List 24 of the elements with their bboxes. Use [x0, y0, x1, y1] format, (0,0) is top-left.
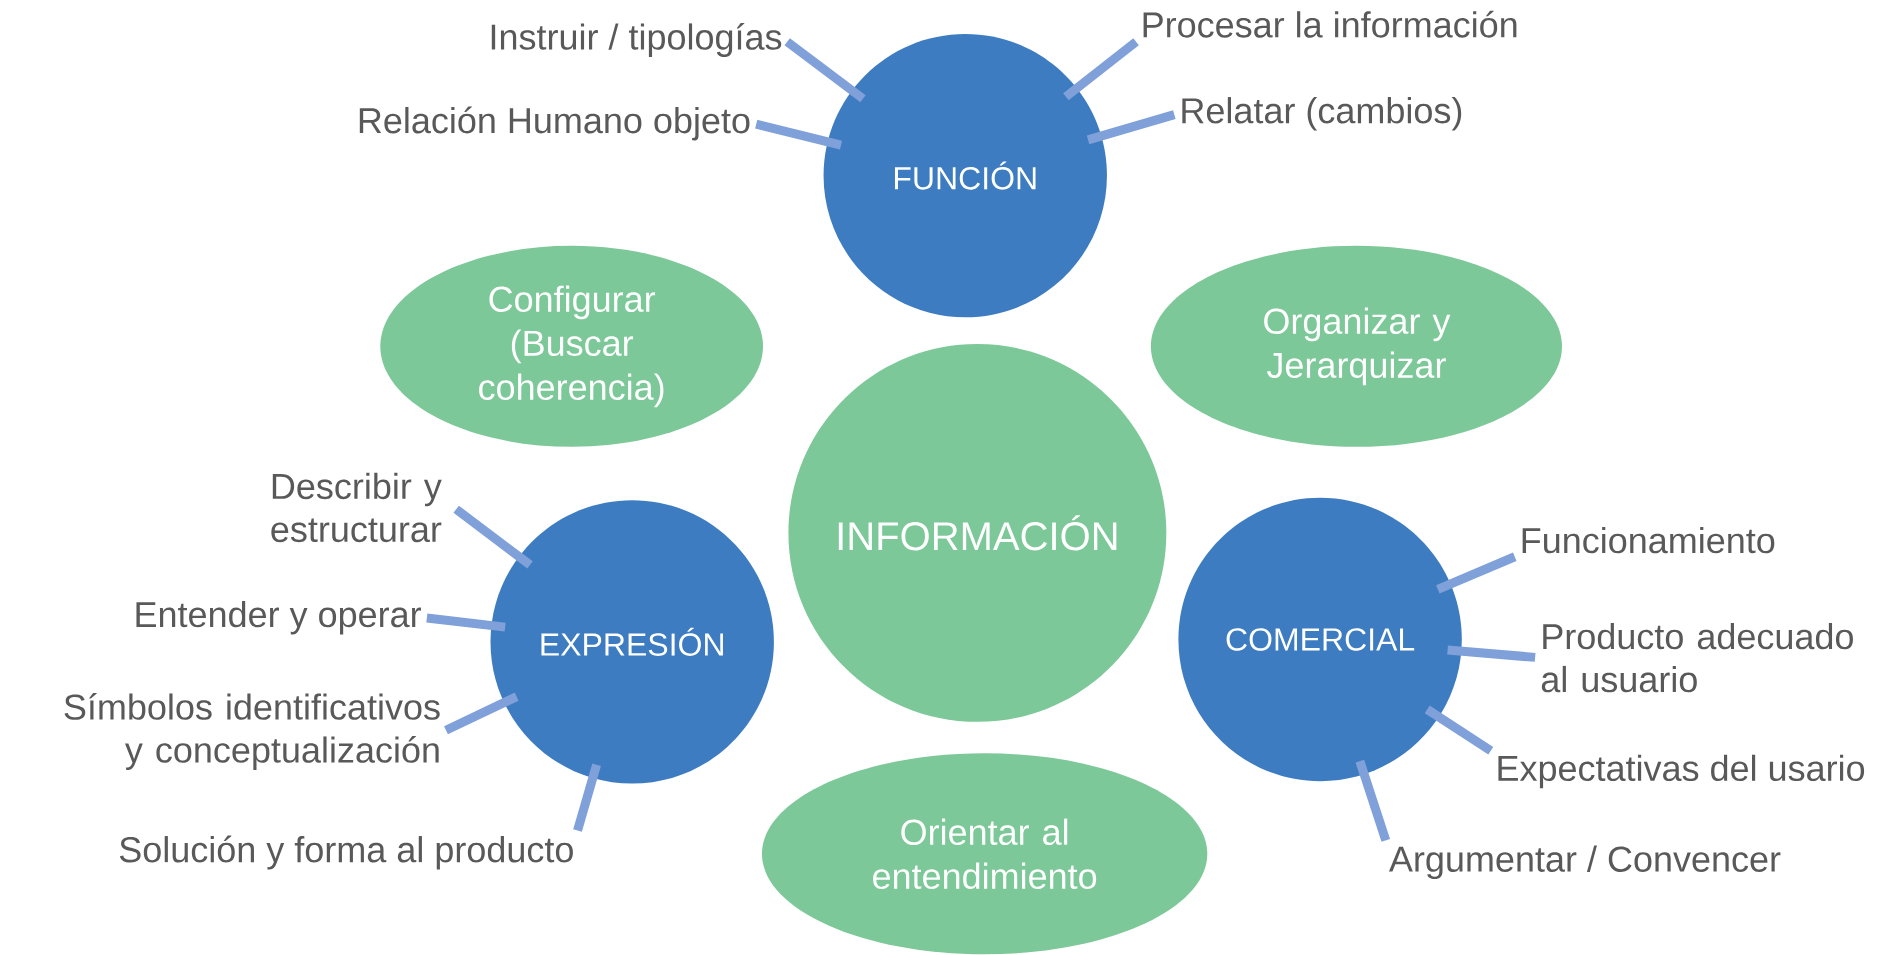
- leader-line: [1436, 552, 1517, 594]
- label-text: Relación Humano objeto: [359, 106, 750, 141]
- label-text: Relatar (cambios): [1182, 97, 1462, 131]
- label-text: Describir y estructurar: [271, 472, 442, 543]
- label-text: Instruir / tipologías: [491, 23, 782, 57]
- leader-line: [1355, 759, 1391, 842]
- label-text: Funcionamiento: [1522, 526, 1775, 554]
- label-text: Expectativas del usario: [1498, 754, 1865, 789]
- leader-line: [1086, 110, 1176, 145]
- label-text: Símbolos identificativos y conceptualización: [64, 693, 440, 770]
- label-text: Entender y operar: [136, 600, 421, 635]
- leader-line: [1447, 645, 1536, 662]
- label-text: Argumentar / Convencer: [1389, 845, 1781, 880]
- leader-line: [444, 692, 519, 735]
- label-text: Producto adecuado al usuario: [1541, 622, 1853, 693]
- label-text: Procesar la información: [1143, 10, 1517, 38]
- leader-line: [573, 763, 601, 832]
- leader-line: [1424, 705, 1494, 755]
- leader-line: [426, 613, 506, 632]
- label-text: Solución y forma al producto: [119, 835, 573, 870]
- leader-line: [784, 38, 866, 103]
- leader-line: [453, 505, 533, 569]
- leader-line: [755, 119, 843, 150]
- leader-line: [1063, 38, 1139, 101]
